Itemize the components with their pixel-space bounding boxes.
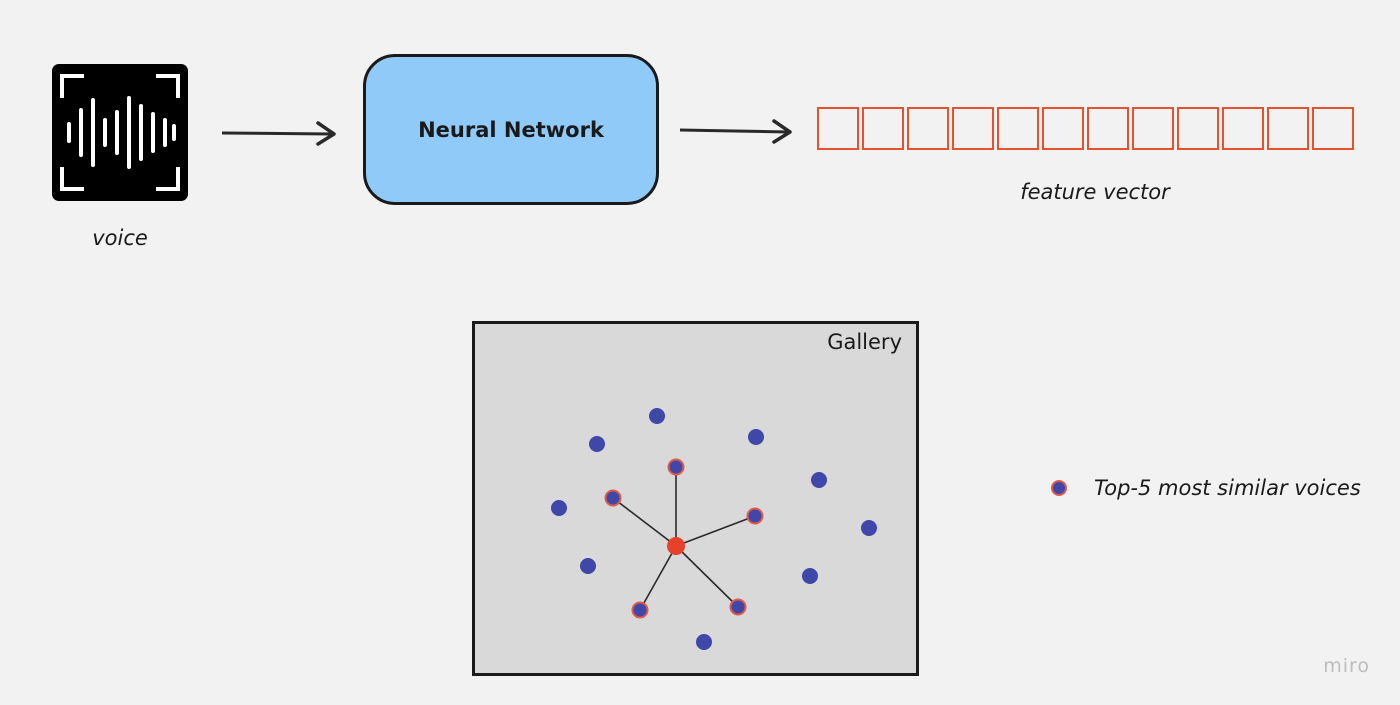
gallery-voice-point	[551, 500, 567, 516]
gallery-voice-point	[802, 568, 818, 584]
gallery-voice-point	[589, 436, 605, 452]
feature-vector-cell	[1267, 107, 1309, 150]
feature-vector-cell	[952, 107, 994, 150]
query-voice-point	[667, 537, 685, 555]
feature-vector-cell	[1312, 107, 1354, 150]
similarity-link	[612, 497, 677, 547]
feature-vector-cell	[1177, 107, 1219, 150]
feature-vector-cell	[862, 107, 904, 150]
top5-similar-voice-point	[729, 598, 747, 616]
gallery-voice-point	[649, 408, 665, 424]
top5-similar-voice-point	[604, 489, 622, 507]
gallery-voice-point	[696, 634, 712, 650]
gallery-voice-point	[861, 520, 877, 536]
gallery-voice-point	[748, 429, 764, 445]
feature-vector-cell	[1132, 107, 1174, 150]
feature-vector-cell	[817, 107, 859, 150]
neural-network-box: Neural Network	[363, 54, 659, 205]
similarity-link	[675, 545, 739, 608]
feature-vector-cell	[997, 107, 1039, 150]
top5-similar-voice-point	[667, 458, 685, 476]
feature-vector-label: feature vector	[1020, 180, 1170, 204]
feature-vector-cell	[1087, 107, 1129, 150]
top5-similar-voice-point	[746, 507, 764, 525]
feature-vector	[817, 107, 1354, 150]
legend-highlight-dot	[1051, 480, 1067, 496]
gallery-voice-point	[580, 558, 596, 574]
legend: Top-5 most similar voices	[1050, 476, 1361, 500]
similarity-link	[639, 545, 677, 611]
miro-watermark: miro	[1323, 655, 1370, 677]
legend-label: Top-5 most similar voices	[1094, 476, 1361, 500]
feature-vector-cell	[907, 107, 949, 150]
top5-similar-voice-point	[631, 601, 649, 619]
arrow-network-to-vector	[678, 116, 798, 146]
feature-vector-cell	[1222, 107, 1264, 150]
voice-label: voice	[92, 226, 148, 250]
neural-network-label: Neural Network	[418, 117, 604, 142]
similarity-link	[675, 515, 756, 547]
gallery-embedding-plot	[551, 408, 877, 650]
gallery-panel: Gallery	[472, 321, 919, 676]
voice-waveform-icon	[52, 64, 188, 201]
feature-vector-cell	[1042, 107, 1084, 150]
gallery-label: Gallery	[827, 330, 902, 354]
arrow-voice-to-network	[220, 118, 342, 148]
gallery-voice-point	[811, 472, 827, 488]
